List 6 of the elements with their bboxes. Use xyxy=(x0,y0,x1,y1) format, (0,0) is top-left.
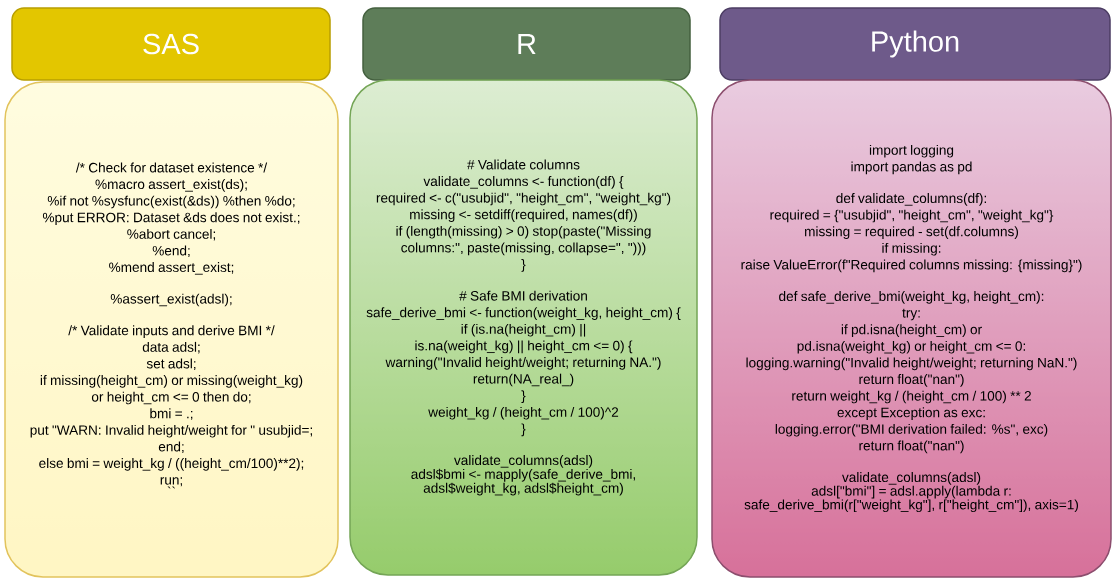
code-panel: # Validate columns validate_columns <- function(df) { required <- c("usubjid", "height_cm", "weight_kg") missing <- setdiff(required, names(df)) if (length(missing) > 0) stop(paste("Missing columns:", paste(missing, collapse=", "))) } # Safe BMI derivation safe_derive_bmi <- function(weight_kg, height_cm) { if (is.na(height_cm) || is.na(weight_kg) || height_cm <= 0) { warning("Invalid height/weight; returning NA.") return(NA_real_) } weight_kg / (height_cm / 100)^2 } validate_columns(adsl) adsl$bmi <- mapply(safe_derive_bmi, adsl$weight_kg, adsl$height_cm) xyxy=(349,79,698,576)
language-header: Python xyxy=(719,7,1111,81)
code-panel: /* Check for dataset existence */ %macro assert_exist(ds); %if not %sysfunc(exist(&ds)) %then %do; %put ERROR: Dataset &ds does not exist.; %abort cancel; %end; %mend assert_exist; %assert_exist(adsl); /* Validate inputs and derive BMI */ data adsl; set adsl; if missing(height_cm) or missing(weight_kg) or height_cm <= 0 then do; bmi = .; put "WARN: Invalid height/weight for " usubjid=; end; else bmi = weight_kg / ((height_cm/100)**2); run; `` xyxy=(4,81,339,578)
code-panel: import logging import pandas as pd def validate_columns(df): required = {"usubjid", "height_cm", "weight_kg"} missing = required - set(df.columns) if missing: raise ValueError(f"Required columns missing: {missing}") def safe_derive_bmi(weight_kg, height_cm): try: if pd.isna(height_cm) or pd.isna(weight_kg) or height_cm <= 0: logging.warning("Invalid height/weight; returning NaN.") return float("nan") return weight_kg / (height_cm / 100) ** 2 except Exception as exc: logging.error("BMI derivation failed: %s", exc) return float("nan") validate_columns(adsl) adsl["bmi"] = adsl.apply(lambda r: safe_derive_bmi(r["weight_kg"], r["height_cm"]), axis=1) xyxy=(711,79,1112,578)
language-header: SAS xyxy=(11,7,331,81)
language-header: R xyxy=(362,7,691,81)
